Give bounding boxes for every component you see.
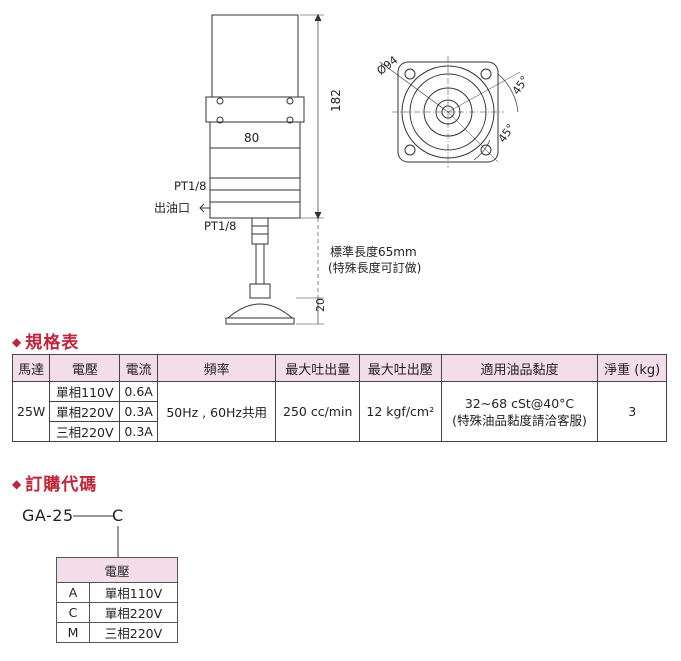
voltage-header-row: 電壓 bbox=[56, 557, 178, 583]
option-label: 單相110V bbox=[89, 582, 178, 603]
frequency-cell: 50Hz , 60Hz共用 bbox=[156, 381, 277, 442]
dim-182-label: 182 bbox=[329, 89, 343, 112]
dim-20-label: 20 bbox=[314, 298, 327, 312]
header-viscosity: 適用油品黏度 bbox=[440, 354, 599, 382]
weight-cell: 3 bbox=[597, 381, 667, 442]
thread-bottom-label: PT1/8 bbox=[204, 219, 236, 233]
table-row: C 單相220V bbox=[56, 602, 178, 623]
special-length-label: (特殊長度可訂做) bbox=[328, 260, 421, 275]
spec-table: 馬達 電壓 電流 頻率 最大吐出量 最大吐出壓 適用油品黏度 淨重 (kg) 2… bbox=[11, 354, 667, 442]
header-frequency: 頻率 bbox=[156, 354, 277, 382]
header-max-pressure: 最大吐出壓 bbox=[358, 354, 442, 382]
voltage-cell: 單相110V bbox=[49, 381, 121, 402]
current-cell: 0.3A bbox=[119, 421, 158, 442]
diamond-bullet-icon: ◆ bbox=[12, 477, 23, 491]
viscosity-range: 32~68 cSt@40°C bbox=[464, 395, 575, 411]
header-weight: 淨重 (kg) bbox=[597, 354, 667, 382]
header-voltage: 電壓 bbox=[49, 354, 121, 382]
header-motor: 馬達 bbox=[11, 354, 51, 382]
oil-outlet-label: 出油口 bbox=[154, 201, 190, 215]
table-row: A 單相110V bbox=[56, 582, 178, 603]
viscosity-cell: 32~68 cSt@40°C (特殊油品黏度請洽客服) bbox=[440, 381, 599, 442]
spec-section-title: ◆規格表 bbox=[12, 333, 80, 353]
option-code: A bbox=[56, 582, 90, 603]
technical-drawing: 80 182 20 PT1/8 出油口 PT1/8 標準長度65mm (特殊長度… bbox=[154, 13, 531, 325]
table-row: M 三相220V bbox=[56, 622, 178, 643]
top-view bbox=[379, 56, 521, 168]
std-length-label: 標準長度65mm bbox=[330, 244, 417, 259]
thread-top-label: PT1/8 bbox=[174, 179, 206, 193]
viscosity-note: (特殊油品黏度請洽客服) bbox=[452, 412, 587, 428]
header-max-flow: 最大吐出量 bbox=[275, 354, 360, 382]
voltage-code-table: 電壓 A 單相110V C 單相220V M 三相220V bbox=[56, 557, 178, 643]
option-code: C bbox=[56, 602, 90, 623]
max-pressure-cell: 12 kgf/cm² bbox=[358, 381, 442, 442]
spec-header-row: 馬達 電壓 電流 頻率 最大吐出量 最大吐出壓 適用油品黏度 淨重 (kg) bbox=[11, 354, 667, 382]
option-label: 單相220V bbox=[89, 602, 178, 623]
option-label: 三相220V bbox=[89, 622, 178, 643]
table-row: 三相220V 0.3A bbox=[13, 421, 667, 442]
dim-80-label: 80 bbox=[244, 131, 259, 145]
voltage-cell: 單相220V bbox=[49, 401, 121, 422]
diamond-bullet-icon: ◆ bbox=[12, 335, 23, 349]
voltage-cell: 三相220V bbox=[49, 421, 121, 442]
option-code: M bbox=[56, 622, 90, 643]
order-code-prefix: GA-25 bbox=[22, 506, 74, 525]
voltage-table-header: 電壓 bbox=[56, 557, 178, 583]
order-section-title: ◆訂購代碼 bbox=[12, 475, 98, 495]
order-code: GA-25 bbox=[22, 506, 74, 525]
header-current: 電流 bbox=[119, 354, 158, 382]
motor-cell: 25W bbox=[11, 381, 51, 442]
max-flow-cell: 250 cc/min bbox=[275, 381, 360, 442]
order-code-suffix: C bbox=[112, 506, 124, 525]
table-row: 25W 單相110V 0.6A 50Hz , 60Hz共用 250 cc/min… bbox=[11, 381, 667, 442]
